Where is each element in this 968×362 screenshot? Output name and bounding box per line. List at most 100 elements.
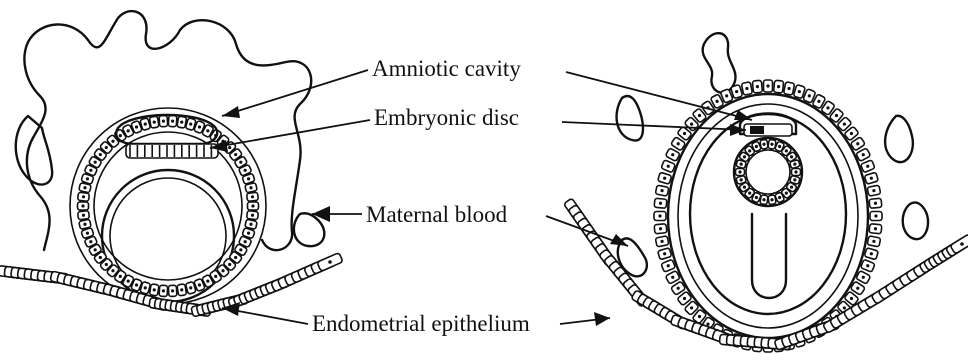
cell-nucleus — [86, 232, 89, 235]
cell-nucleus — [766, 84, 769, 87]
cell-nucleus — [99, 153, 102, 156]
cell-nucleus — [690, 122, 693, 125]
cell-nucleus — [770, 143, 773, 146]
cell-nucleus — [94, 248, 97, 251]
cell-nucleus — [770, 198, 773, 201]
cell-nucleus — [778, 196, 781, 199]
cell-nucleus — [677, 142, 680, 145]
cell-nucleus — [874, 227, 877, 230]
cell-nucleus — [105, 146, 108, 149]
cell-nucleus — [239, 161, 242, 164]
cell-nucleus — [162, 120, 165, 123]
cell-nucleus — [787, 87, 790, 90]
right-maternal-blob-4 — [903, 202, 928, 239]
cell-nucleus — [870, 252, 873, 255]
cell-nucleus — [111, 140, 114, 143]
cell-nucleus — [249, 223, 252, 226]
arrowhead-blood-right — [610, 234, 628, 246]
cell-nucleus — [762, 198, 765, 201]
cell-nucleus — [153, 288, 156, 291]
cell-nucleus — [119, 275, 122, 278]
cell-nucleus — [735, 90, 738, 93]
cell-nucleus — [189, 122, 192, 125]
cell-nucleus — [798, 90, 801, 93]
cell-nucleus — [856, 142, 859, 145]
cell-nucleus — [659, 202, 662, 205]
cell-nucleus — [105, 263, 108, 266]
arrowhead-epithelium-right — [594, 312, 610, 326]
cell-nucleus — [82, 214, 85, 217]
cell-nucleus — [745, 87, 748, 90]
cell-nucleus — [89, 169, 92, 172]
cell-nucleus — [835, 114, 838, 117]
cell-nucleus — [135, 125, 138, 128]
cell-nucleus — [658, 214, 661, 217]
cell-nucleus — [671, 153, 674, 156]
cell-nucleus — [843, 122, 846, 125]
right-connecting-stalk — [752, 214, 786, 298]
cell-nucleus — [790, 155, 793, 158]
cell-nucleus — [683, 297, 686, 300]
cell-nucleus — [228, 263, 231, 266]
cell-nucleus — [785, 149, 788, 152]
left-outer-trophoblast — [70, 108, 266, 304]
cell-nucleus — [740, 178, 743, 181]
cell-nucleus — [198, 125, 201, 128]
cell-nucleus — [667, 264, 670, 267]
cell-nucleus — [698, 315, 701, 318]
cell-nucleus — [740, 163, 743, 166]
cell-nucleus — [119, 134, 122, 137]
cell-nucleus — [86, 177, 89, 180]
cell-nucleus — [127, 279, 130, 282]
cell-nucleus — [251, 214, 254, 217]
label-maternal-blood: Maternal blood — [366, 202, 508, 227]
cell-nucleus — [144, 122, 147, 125]
cell-nucleus — [808, 94, 811, 97]
cell-nucleus — [251, 204, 254, 207]
right-embryonic-disc-mark — [750, 126, 764, 134]
cell-nucleus — [660, 189, 663, 192]
cell-nucleus — [725, 94, 728, 97]
cell-nucleus — [755, 196, 758, 199]
cell-nucleus — [247, 177, 250, 180]
cell-nucleus — [843, 306, 846, 309]
cell-nucleus — [756, 85, 759, 88]
cell-nucleus — [180, 288, 183, 291]
cell-nucleus — [778, 145, 781, 148]
right-yolk-sac-inner — [746, 150, 790, 194]
cell-nucleus — [866, 165, 869, 168]
label-embryonic-disc: Embryonic disc — [374, 105, 519, 130]
cell-nucleus — [82, 195, 85, 198]
cell-nucleus — [214, 275, 217, 278]
cell-nucleus — [659, 227, 662, 230]
cell-nucleus — [162, 289, 165, 292]
cell-nucleus — [251, 195, 254, 198]
cell-nucleus — [960, 242, 964, 246]
cell-nucleus — [762, 143, 765, 146]
cell-nucleus — [874, 202, 877, 205]
left-trophoblast-cells — [78, 115, 259, 296]
cell-nucleus — [777, 85, 780, 88]
cell-nucleus — [247, 232, 250, 235]
cell-nucleus — [790, 186, 793, 189]
right-yolk-sac-cells — [736, 139, 801, 204]
right-maternal-blob-1 — [703, 33, 736, 93]
cell-nucleus — [794, 170, 797, 173]
cell-nucleus — [671, 276, 674, 279]
cell-nucleus — [698, 114, 701, 117]
cell-nucleus — [826, 106, 829, 109]
cell-nucleus — [660, 240, 663, 243]
left-embryo — [16, 11, 325, 304]
cell-nucleus — [748, 192, 751, 195]
cell-nucleus — [94, 161, 97, 164]
cell-nucleus — [135, 283, 138, 286]
cell-nucleus — [817, 100, 820, 103]
cell-nucleus — [244, 240, 247, 243]
cell-nucleus — [856, 287, 859, 290]
cell-nucleus — [862, 276, 865, 279]
cell-nucleus — [850, 297, 853, 300]
cell-nucleus — [706, 322, 709, 325]
cell-nucleus — [667, 165, 670, 168]
